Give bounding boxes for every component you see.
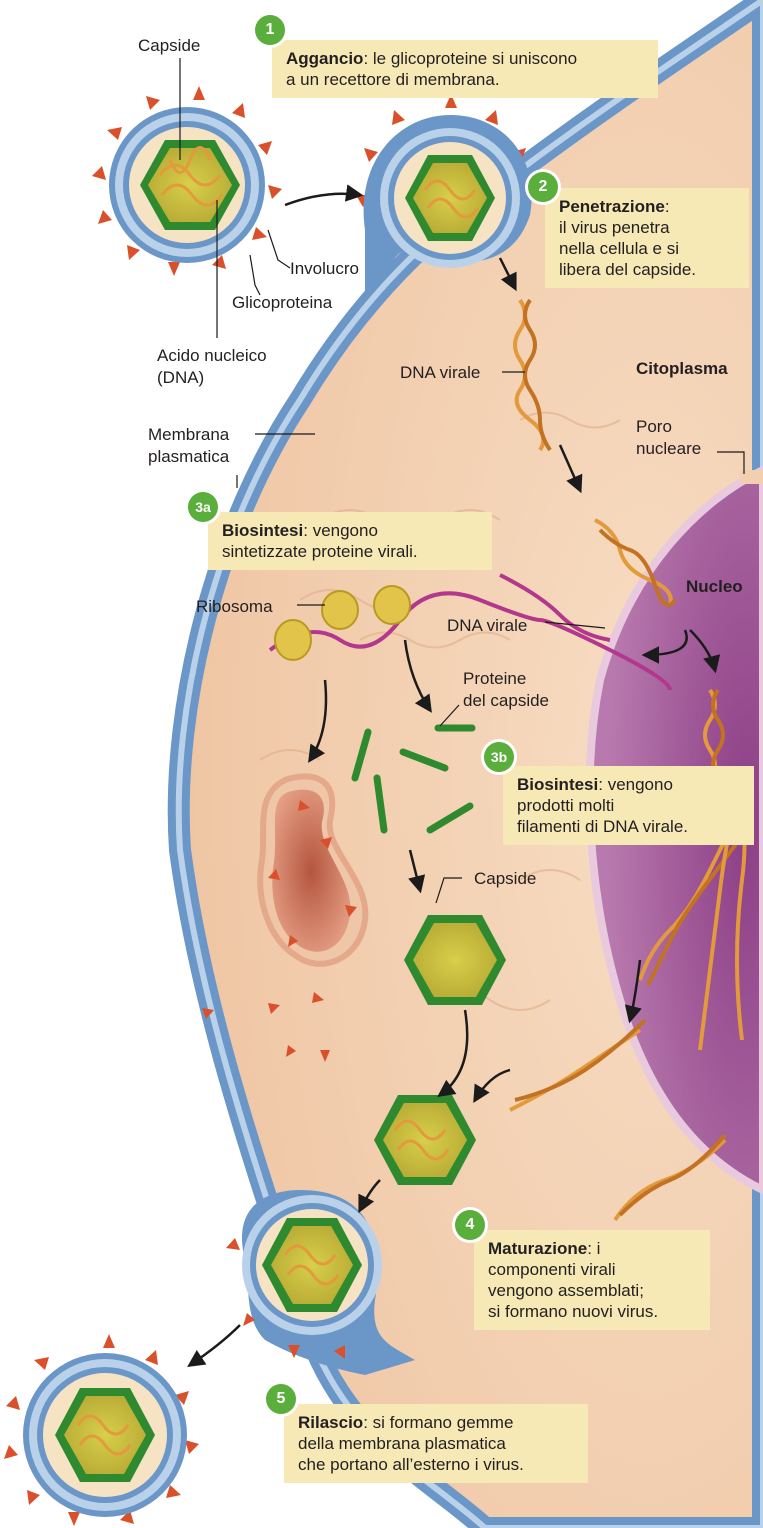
label-nucleus: Nucleo: [686, 576, 743, 597]
step-2-line4: libera del capside.: [559, 260, 696, 279]
step-1-line1: : le glicoproteine si uniscono: [363, 49, 577, 68]
label-capsid-proteins: Proteine: [463, 668, 526, 689]
label-nuclear-pore-2: nucleare: [636, 438, 701, 459]
virus-released: [4, 1334, 199, 1526]
label-glycoprotein: Glicoproteina: [232, 292, 332, 313]
step-4-badge: 4: [455, 1210, 485, 1240]
step-3b-box: Biosintesi: vengono prodotti molti filam…: [503, 766, 754, 845]
step-4-line3: vengono assemblati;: [488, 1281, 644, 1300]
step-3a-line2: sintetizzate proteine virali.: [222, 542, 418, 561]
label-membrane-plasmatic: plasmatica: [148, 446, 229, 467]
step-4-line4: si formano nuovi virus.: [488, 1302, 658, 1321]
label-nucleic-acid-dna: (DNA): [157, 367, 204, 388]
step-3a-badge: 3a: [188, 492, 218, 522]
step-3a-key: Biosintesi: [222, 521, 303, 540]
step-4-box: Maturazione: i componenti virali vengono…: [474, 1230, 710, 1330]
step-2-key: Penetrazione: [559, 197, 665, 216]
step-5-line1: : si formano gemme: [363, 1413, 513, 1432]
step-3b-line3: filamenti di DNA virale.: [517, 817, 688, 836]
label-viral-dna-2: DNA virale: [447, 615, 527, 636]
label-capsid-top: Capside: [138, 35, 200, 56]
label-cytoplasm: Citoplasma: [636, 358, 728, 379]
step-2-line3: nella cellula e si: [559, 239, 679, 258]
step-3b-line1: : vengono: [598, 775, 673, 794]
step-4-key: Maturazione: [488, 1239, 587, 1258]
step-2-badge: 2: [528, 172, 558, 202]
step-1-box: Aggancio: le glicoproteine si uniscono a…: [272, 40, 658, 98]
step-3b-key: Biosintesi: [517, 775, 598, 794]
label-nucleic-acid: Acido nucleico: [157, 345, 267, 366]
step-1-badge: 1: [255, 15, 285, 45]
step-5-box: Rilascio: si formano gemme della membran…: [284, 1404, 588, 1483]
step-3a-line1: : vengono: [303, 521, 378, 540]
step-2-line1: :: [665, 197, 670, 216]
virus-free-top: [92, 86, 282, 276]
label-membrane: Membrana: [148, 424, 229, 445]
ribosome: [275, 620, 311, 660]
step-1-line2: a un recettore di membrana.: [286, 70, 500, 89]
step-4-line2: componenti virali: [488, 1260, 616, 1279]
step-2-box: Penetrazione: il virus penetra nella cel…: [545, 188, 749, 288]
step-1-key: Aggancio: [286, 49, 363, 68]
step-5-line2: della membrana plasmatica: [298, 1434, 506, 1453]
label-envelope: Involucro: [290, 258, 359, 279]
step-5-key: Rilascio: [298, 1413, 363, 1432]
step-3a-box: Biosintesi: vengono sintetizzate protein…: [208, 512, 492, 570]
step-5-line3: che portano all’esterno i virus.: [298, 1455, 524, 1474]
step-4-line1: : i: [587, 1239, 600, 1258]
step-3b-line2: prodotti molti: [517, 796, 614, 815]
label-capsid-mid: Capside: [474, 868, 536, 889]
label-viral-dna-1: DNA virale: [400, 362, 480, 383]
label-capsid-proteins-2: del capside: [463, 690, 549, 711]
label-ribosome: Ribosoma: [196, 596, 273, 617]
step-3b-badge: 3b: [484, 742, 514, 772]
label-nuclear-pore: Poro: [636, 416, 672, 437]
step-2-line2: il virus penetra: [559, 218, 670, 237]
step-5-badge: 5: [266, 1384, 296, 1414]
